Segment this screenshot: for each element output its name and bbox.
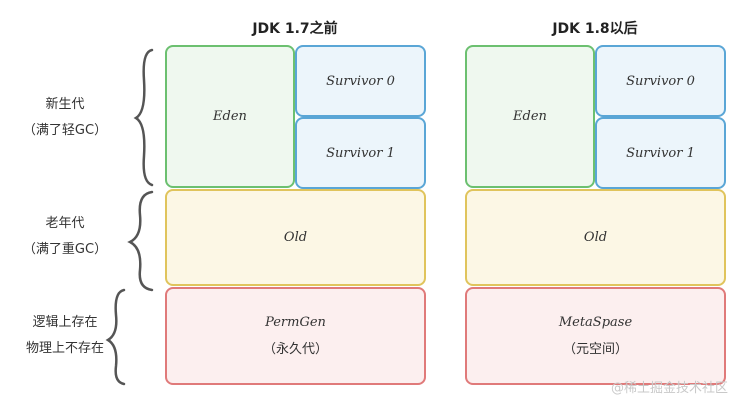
young-gen-note: （满了轻GC） (22, 123, 108, 138)
column-title-jdk18: JDK 1.8以后 (552, 21, 638, 37)
young-gen-brace (105, 48, 154, 386)
permgen-sublabel: （永久代） (262, 342, 328, 357)
permgen-box-jdk17: PermGen （永久代） (165, 287, 426, 385)
perm-gen-label: 逻辑上存在 物理上不存在 (0, 310, 130, 362)
survivor0-label: Survivor 0 (326, 73, 395, 89)
young-gen-title: 新生代 (45, 97, 85, 112)
eden-label: Eden (513, 109, 547, 124)
perm-gen-note: 物理上不存在 (25, 341, 104, 356)
old-gen-note: （满了重GC） (22, 242, 108, 257)
eden-box-jdk18: Eden (465, 45, 595, 188)
survivor0-label: Survivor 0 (626, 73, 695, 89)
eden-label: Eden (213, 109, 247, 124)
survivor1-label: Survivor 1 (626, 145, 695, 161)
metaspace-sublabel: （元空间） (562, 342, 628, 357)
watermark: @稀土掘金技术社区 (610, 381, 728, 396)
old-box-jdk18: Old (465, 189, 726, 286)
old-label: Old (583, 230, 608, 245)
survivor1-box-jdk18: Survivor 1 (595, 117, 726, 189)
metaspace-box-jdk18: MetaSpase （元空间） (465, 287, 726, 385)
permgen-label: PermGen (265, 315, 326, 330)
survivor1-box-jdk17: Survivor 1 (295, 117, 426, 189)
perm-gen-title: 逻辑上存在 (32, 315, 98, 330)
metaspace-label: MetaSpase (558, 315, 633, 330)
survivor0-box-jdk18: Survivor 0 (595, 45, 726, 117)
young-gen-label: 新生代 （满了轻GC） (0, 92, 130, 144)
survivor1-label: Survivor 1 (326, 145, 395, 161)
old-box-jdk17: Old (165, 189, 426, 286)
survivor0-box-jdk17: Survivor 0 (295, 45, 426, 117)
column-title-jdk17: JDK 1.7之前 (252, 21, 338, 37)
eden-box-jdk17: Eden (165, 45, 295, 188)
old-gen-label: 老年代 （满了重GC） (0, 211, 130, 263)
old-gen-title: 老年代 (45, 216, 85, 231)
old-label: Old (283, 230, 308, 245)
